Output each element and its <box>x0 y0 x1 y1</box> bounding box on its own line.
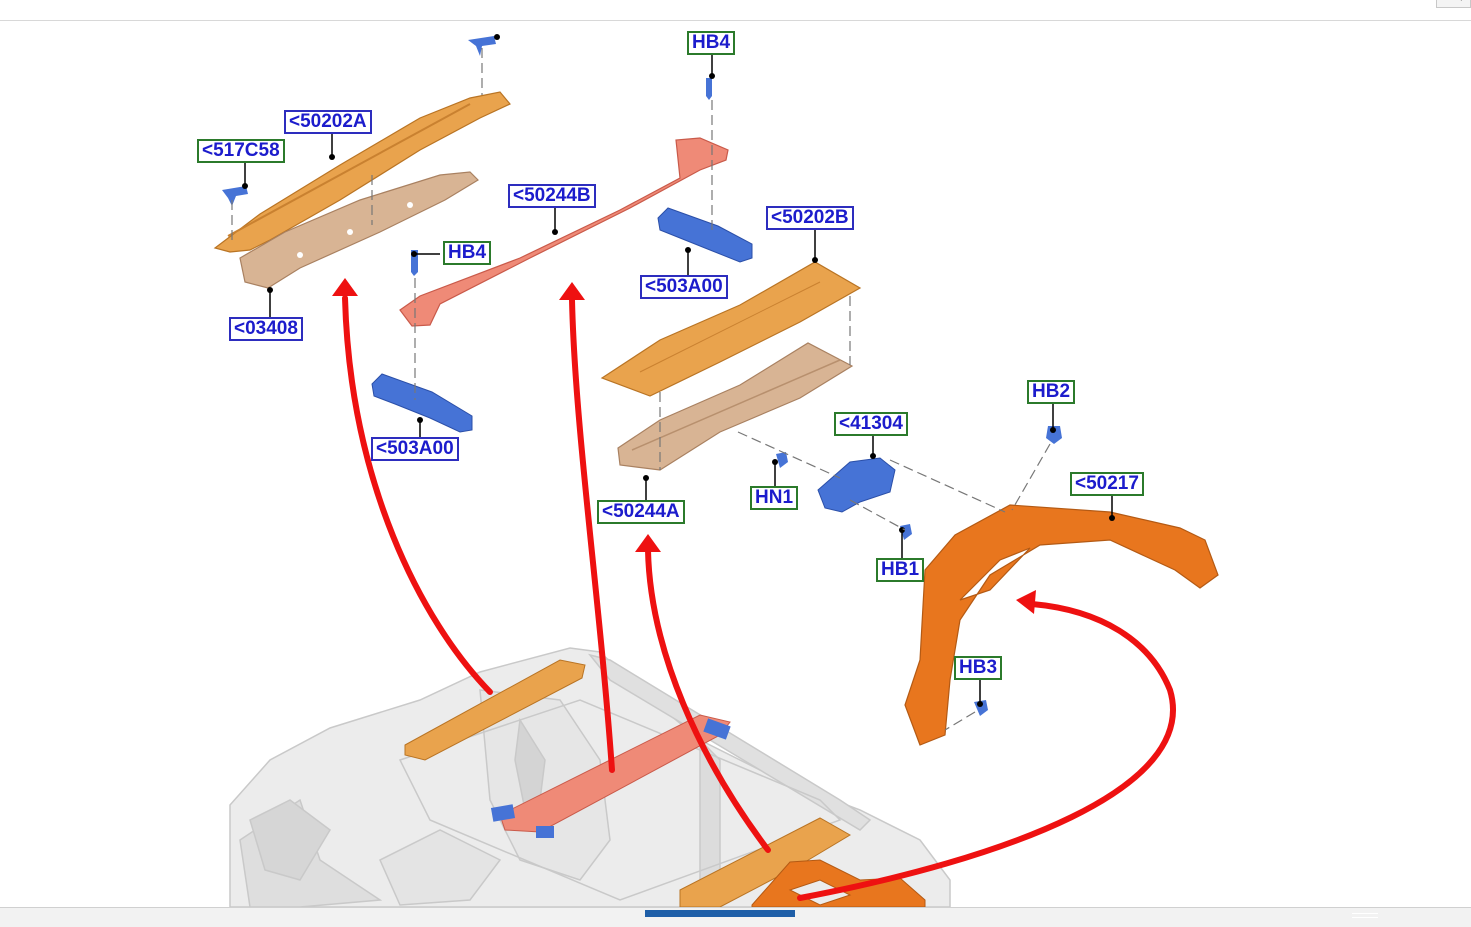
part-top-clip <box>468 36 496 56</box>
callout-hn1[interactable]: HN1 <box>750 486 799 510</box>
part-50244a-channel <box>617 342 854 471</box>
installed-bracket-left <box>490 804 516 822</box>
part-50244b-bar <box>399 137 729 327</box>
part-41304-bracket <box>817 457 896 513</box>
leader-dots <box>242 34 1115 707</box>
callout-517c58[interactable]: <517C58 <box>197 139 285 163</box>
scroll-grip-icon <box>1352 913 1378 918</box>
callout-hb2[interactable]: HB2 <box>1027 380 1076 404</box>
callout-503a00-right[interactable]: <503A00 <box>640 275 728 299</box>
part-50202a-beam <box>213 91 511 253</box>
corner-button[interactable]: ↗ <box>1436 0 1471 8</box>
callout-50202b[interactable]: <50202B <box>766 206 854 230</box>
callout-503a00-left[interactable]: <503A00 <box>371 437 459 461</box>
top-toolbar: ↗ <box>0 0 1471 21</box>
part-503a00-left-bracket <box>371 373 473 433</box>
installed-bracket-mid <box>536 826 554 838</box>
callout-50244b[interactable]: <50244B <box>508 184 596 208</box>
scrollbar-thumb[interactable] <box>645 910 1378 918</box>
part-hb4-top-bolt <box>706 78 712 100</box>
callout-50244a[interactable]: <50244A <box>597 500 685 524</box>
callout-50217[interactable]: <50217 <box>1070 472 1144 496</box>
callout-50202a[interactable]: <50202A <box>284 110 372 134</box>
callout-03408[interactable]: <03408 <box>229 317 303 341</box>
part-503a00-right-bracket <box>657 207 753 263</box>
corner-icon: ↗ <box>1459 0 1467 4</box>
callout-hb4-top[interactable]: HB4 <box>687 31 736 55</box>
callout-hb1[interactable]: HB1 <box>876 558 925 582</box>
assembly-lines <box>231 48 1051 731</box>
installed-50202a <box>404 659 586 761</box>
arrow-heads <box>332 278 1036 614</box>
exploded-parts-diagram <box>213 34 1219 907</box>
red-arrows <box>342 295 1176 901</box>
callout-hb4-mid[interactable]: HB4 <box>443 241 492 265</box>
callout-41304[interactable]: <41304 <box>834 412 908 436</box>
callout-hb3[interactable]: HB3 <box>954 656 1003 680</box>
horizontal-scrollbar[interactable] <box>0 907 1471 927</box>
part-517c58-clip <box>222 186 248 206</box>
part-50202b-plate <box>600 261 862 397</box>
part-hn1-bolt <box>776 452 788 468</box>
part-50217-frame <box>904 504 1219 746</box>
part-hb2-bolt <box>1046 426 1062 444</box>
installed-bracket-right <box>703 718 731 740</box>
leader-lines <box>244 55 1113 704</box>
part-03408-panel <box>239 171 479 289</box>
